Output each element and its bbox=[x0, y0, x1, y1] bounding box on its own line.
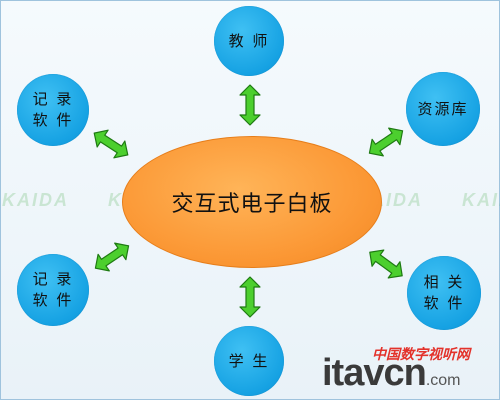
arrow-bottom-right bbox=[363, 243, 409, 285]
node-teacher-label: 教 师 bbox=[228, 31, 270, 50]
node-resource-library-label: 资源库 bbox=[417, 99, 469, 118]
node-label-line1: 相 关 bbox=[423, 273, 465, 291]
node-student-label: 学 生 bbox=[228, 351, 270, 370]
watermark-left: KAIDA bbox=[2, 190, 69, 210]
center-whiteboard-node: 交互式电子白板 bbox=[122, 136, 382, 268]
node-label-line2: 软 件 bbox=[32, 111, 74, 129]
site-logo-chinese: 中国数字视听网 bbox=[372, 347, 470, 363]
arrow-top bbox=[239, 84, 261, 126]
node-label-line2: 软 件 bbox=[32, 291, 74, 309]
node-student: 学 生 bbox=[214, 326, 284, 396]
node-teacher: 教 师 bbox=[214, 6, 284, 76]
node-label-line1: 记 录 bbox=[32, 270, 74, 288]
arrow-bottom-left bbox=[89, 236, 135, 278]
node-related-software: 相 关 软 件 bbox=[407, 256, 481, 330]
node-label-line2: 软 件 bbox=[423, 294, 465, 312]
arrow-top-left bbox=[88, 124, 134, 164]
node-label-line1: 记 录 bbox=[32, 90, 74, 108]
site-logo-name: itavcn bbox=[322, 352, 427, 394]
node-recording-software-bottom: 记 录 软 件 bbox=[17, 254, 89, 326]
arrow-bottom bbox=[239, 276, 261, 318]
node-recording-software-top: 记 录 软 件 bbox=[17, 74, 89, 146]
center-label: 交互式电子白板 bbox=[171, 192, 333, 217]
node-resource-library: 资源库 bbox=[406, 72, 480, 146]
arrow-top-right bbox=[363, 121, 409, 163]
watermark-right: KAIDA bbox=[462, 190, 500, 210]
site-logo: itavcn.com bbox=[322, 352, 461, 395]
site-logo-suffix: .com bbox=[425, 372, 461, 389]
